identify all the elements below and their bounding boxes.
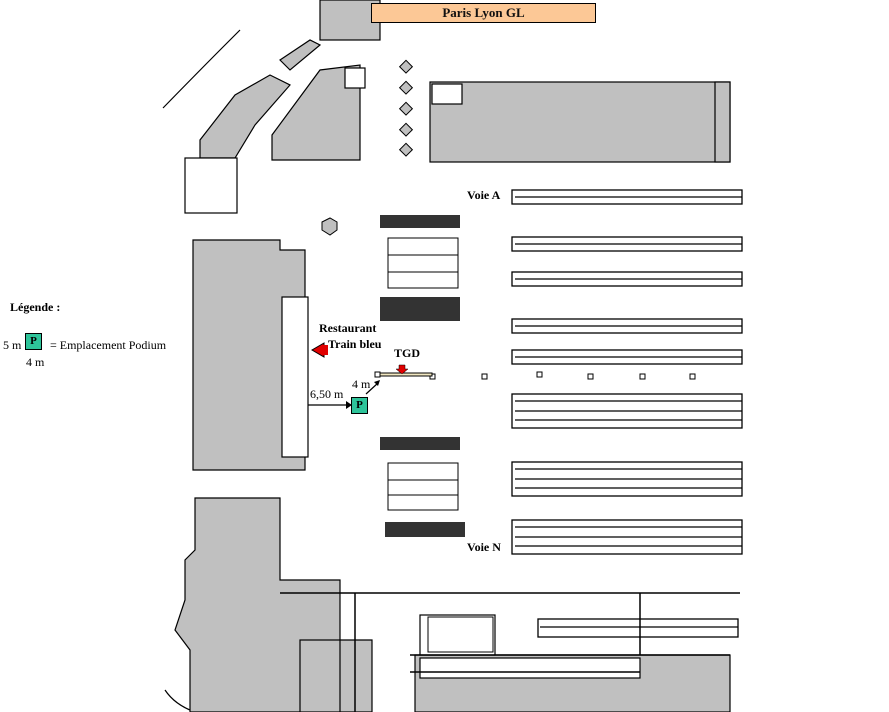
tgd-arrow — [395, 364, 409, 375]
legend-description: = Emplacement Podium — [50, 338, 167, 352]
building-top-left-2 — [279, 39, 322, 71]
building-top-right — [429, 81, 731, 163]
legend-width-label: 5 m — [3, 338, 22, 352]
restaurant-label-1: Restaurant — [319, 321, 377, 335]
pillars — [398, 59, 414, 157]
tgd-label: TGD — [394, 346, 421, 360]
legend-podium-icon: P — [25, 333, 42, 350]
distance-4m-label: 4 m — [352, 377, 371, 391]
building-top-left — [199, 74, 291, 159]
restaurant-marker — [322, 345, 328, 355]
restaurant-label-2: Train bleu — [328, 337, 382, 351]
building-top-center — [271, 64, 361, 161]
voie-a-label: Voie A — [467, 188, 501, 202]
building-lower-left — [174, 497, 373, 712]
seat-rows — [380, 215, 465, 537]
pavilion — [184, 157, 238, 214]
escalators — [387, 237, 494, 653]
road-curve — [162, 29, 241, 109]
building-train-bleu — [192, 239, 306, 471]
podium-location[interactable]: P — [351, 397, 368, 414]
building-top — [319, 0, 381, 41]
voie-n-label: Voie N — [467, 540, 501, 554]
tgd-board — [379, 372, 433, 377]
legend-depth-label: 4 m — [26, 355, 45, 369]
platforms — [511, 189, 743, 638]
kiosk — [321, 217, 338, 236]
distance-6-50-label: 6,50 m — [310, 387, 344, 401]
station-title: Paris Lyon GL — [371, 3, 596, 23]
arrow-6-50 — [346, 401, 352, 409]
legend-heading: Légende : — [10, 300, 61, 314]
arrow-4m — [374, 380, 380, 386]
